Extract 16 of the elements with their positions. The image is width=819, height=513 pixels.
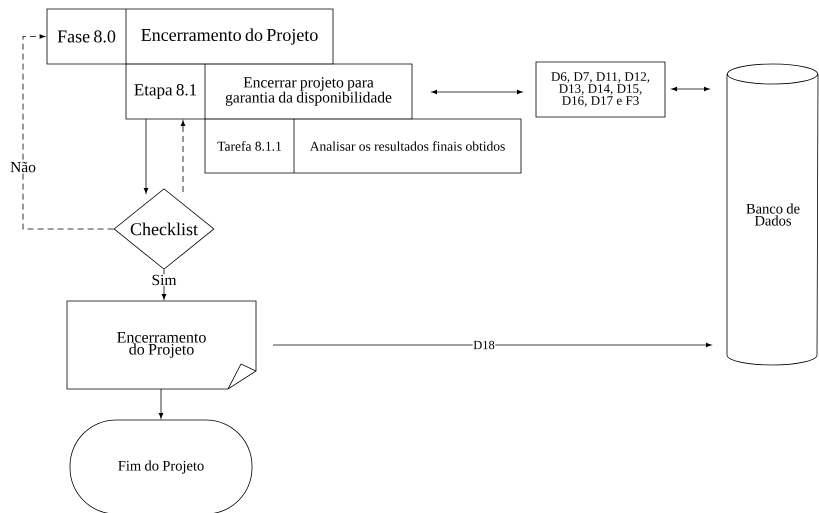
edge-label: Não — [10, 161, 36, 173]
edge-label: D18 — [472, 340, 496, 350]
arrow — [671, 86, 710, 92]
arrow — [272, 342, 712, 348]
data-box: D6, D7, D11, D12, D13, D14, D15, D16, D17 e F3 — [536, 62, 666, 118]
arrow — [180, 120, 186, 192]
database-cylinder: Banco de Dados — [726, 64, 818, 366]
table-row: Fase 8.0 Encerramento do Projeto — [46, 8, 334, 64]
table-row: Etapa 8.1 Encerrar projeto para garantia da disponibilidade — [126, 64, 412, 120]
arrow — [431, 90, 523, 94]
arrow — [158, 388, 164, 419]
arrow — [144, 118, 148, 194]
arrow — [22, 34, 114, 230]
table-row: Tarefa 8.1.1 Analisar os resultados finais obtidos — [204, 118, 522, 174]
edge-label: Sim — [151, 274, 177, 286]
node-label: Banco de Dados — [746, 203, 800, 226]
